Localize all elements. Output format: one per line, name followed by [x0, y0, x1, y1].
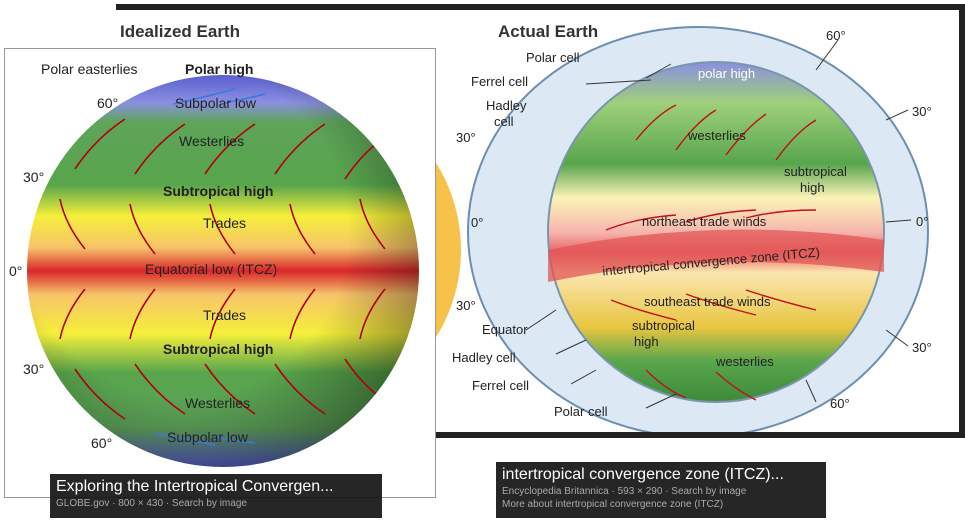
result-meta-globe: GLOBE.gov · 800 × 430 · Search by image	[56, 498, 247, 509]
label-subtropical-high-top: Subtropical high	[163, 183, 274, 199]
label-polar-cell-bottom: Polar cell	[554, 404, 608, 419]
label-hadley-cell-top-1: Hadley	[486, 98, 527, 113]
label-westerlies-actual-bottom: westerlies	[716, 354, 774, 369]
label-lat60-bottom: 60°	[830, 396, 850, 411]
label-polar-high-actual: polar high	[698, 66, 756, 81]
result-title-globe[interactable]: Exploring the Intertropical Convergen...	[56, 478, 334, 495]
label-subtropical-actual-top-1: subtropical	[784, 164, 847, 179]
label-hadley-cell-bottom: Hadley cell	[452, 350, 516, 365]
label-ferrel-cell-top: Ferrel cell	[471, 74, 529, 89]
label-polar-high: Polar high	[185, 61, 254, 77]
label-lat30-right-bottom: 30°	[912, 340, 932, 355]
label-lat30-left-bottom: 30°	[456, 298, 476, 313]
label-ne-trades: northeast trade winds	[642, 214, 767, 229]
label-trades-bottom: Trades	[203, 307, 247, 323]
label-westerlies-top: Westerlies	[179, 133, 245, 149]
label-subtropical-actual-bottom-1: subtropical	[632, 318, 695, 333]
label-ferrel-cell-bottom: Ferrel cell	[472, 378, 530, 393]
label-lat0-left: 0°	[471, 215, 484, 230]
label-lat0-right: 0°	[916, 214, 929, 229]
label-subpolar-low-top: Subpolar low	[175, 95, 256, 111]
label-polar-easterlies: Polar easterlies	[41, 61, 138, 77]
label-lat60-bottom-front: 60°	[91, 435, 113, 451]
label-lat30-right-top: 30°	[912, 104, 932, 119]
label-hadley-cell-top-2: cell	[494, 114, 514, 129]
label-subpolar-low-bottom: Subpolar low	[167, 429, 248, 445]
label-subtropical-high-bottom: Subtropical high	[163, 341, 274, 357]
itcz-band	[548, 229, 884, 282]
label-se-trades: southeast trade winds	[644, 294, 771, 309]
wind-arrows	[605, 104, 817, 401]
idealized-earth-title: Idealized Earth	[120, 22, 240, 41]
label-lat30-top-front: 30°	[23, 169, 45, 185]
result-more-britannica[interactable]: More about intertropical convergence zon…	[502, 499, 724, 510]
actual-earth-title: Actual Earth	[498, 22, 599, 41]
result-title-britannica[interactable]: intertropical convergence zone (ITCZ)...	[502, 466, 784, 483]
label-trades-top: Trades	[203, 215, 247, 231]
result-caption-globe[interactable]: Exploring the Intertropical Convergen...…	[50, 474, 382, 518]
trade-wind-arrows	[59, 118, 391, 420]
label-lat60-top: 60°	[826, 28, 846, 43]
label-westerlies-bottom: Westerlies	[185, 395, 251, 411]
idealized-earth-diagram	[27, 75, 419, 467]
result-caption-britannica[interactable]: intertropical convergence zone (ITCZ)...…	[496, 462, 826, 518]
result-meta-britannica: Encyclopedia Britannica · 593 × 290 · Se…	[502, 486, 747, 497]
label-subtropical-actual-top-2: high	[800, 180, 825, 195]
label-lat0-front: 0°	[9, 263, 23, 279]
globe-gov-image-card[interactable]: Polar easterlies Polar high 60° Subpolar…	[4, 48, 436, 498]
label-lat30-bottom-front: 30°	[23, 361, 45, 377]
label-westerlies-actual-top: westerlies	[688, 128, 746, 143]
label-subtropical-actual-bottom-2: high	[634, 334, 659, 349]
polar-easterly-arrows	[154, 88, 266, 446]
label-lat30-left-top: 30°	[456, 130, 476, 145]
label-lat60-top-front: 60°	[97, 95, 119, 111]
label-equatorial-low: Equatorial low (ITCZ)	[145, 261, 278, 277]
label-equator: Equator	[482, 322, 528, 337]
label-polar-cell-top: Polar cell	[526, 50, 580, 65]
